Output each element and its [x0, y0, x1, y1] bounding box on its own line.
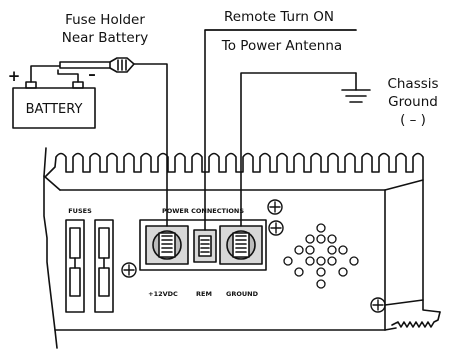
battery: [12, 65, 96, 129]
fuse-holder-label-line2: Near Battery: [62, 30, 148, 46]
inline-fuse-holder: [59, 57, 135, 73]
amplifier-body: [43, 147, 441, 349]
fuses-block: [65, 219, 114, 313]
mounting-screws: [121, 199, 386, 313]
vent-grille: [283, 223, 359, 289]
power-antenna-label: To Power Antenna: [221, 38, 342, 54]
ground-wire: [240, 72, 357, 227]
battery-case: [12, 87, 96, 129]
fuse-holder-label-line1: Fuse Holder: [65, 12, 145, 28]
fuse-right: [94, 219, 114, 313]
front-edge: [43, 147, 58, 349]
remote-turn-on-label: Remote Turn ON: [224, 9, 334, 25]
screw-icon: [370, 297, 386, 313]
battery-positive-wire: [30, 65, 61, 83]
battery-plus-label: +: [8, 67, 21, 85]
fuses-label: FUSES: [68, 207, 92, 215]
remote-wire: [204, 29, 357, 231]
battery-negative-wire: [57, 69, 79, 83]
screw-icon: [268, 220, 284, 236]
screw-icon: [121, 262, 137, 278]
chassis-label-line2: Ground: [388, 94, 438, 110]
battery-minus-label: –: [88, 65, 96, 83]
screw-icon: [267, 199, 283, 215]
flange-zigzag: [391, 311, 441, 328]
terminal-ground-label: GROUND: [226, 290, 259, 298]
battery-label: BATTERY: [26, 102, 83, 117]
chassis-ground-icon: [341, 72, 371, 103]
heat-sink-fins: [45, 152, 424, 301]
chassis-label-line1: Chassis: [387, 76, 438, 92]
power-wire-12v: [133, 63, 168, 227]
terminal-block: [139, 219, 267, 271]
power-connections-label: POWER CONNECTIONS: [162, 207, 244, 215]
fuse-left: [65, 219, 85, 313]
chassis-label-line3: ( – ): [400, 112, 426, 128]
terminal-12vdc-label: +12VDC: [148, 290, 178, 298]
terminal-rem-label: REM: [196, 290, 212, 298]
terminal-housing: [139, 219, 267, 271]
